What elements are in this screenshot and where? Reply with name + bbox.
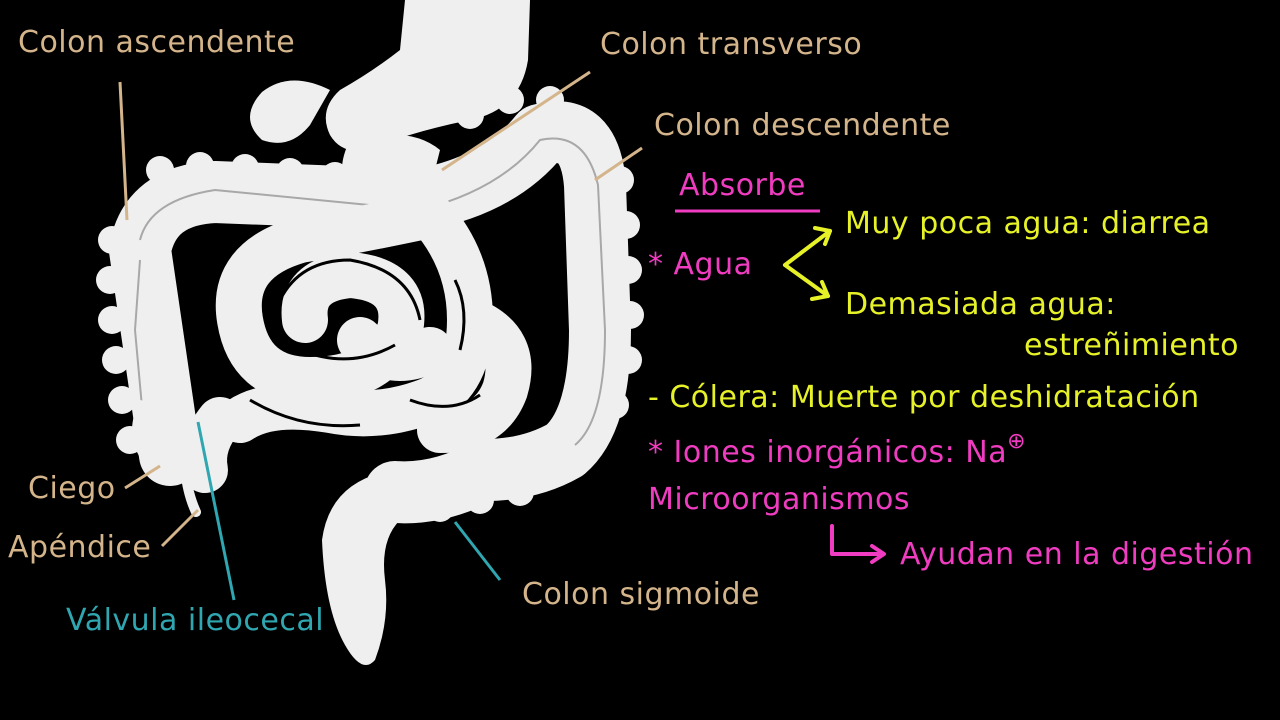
intestine-folds [249,258,481,428]
pointer-valvula [196,421,236,601]
note-iones-text: * Iones inorgánicos: Na [648,435,1008,470]
appendix-shape [180,465,201,517]
note-colera: - Cólera: Muerte por deshidratación [648,380,1200,415]
pointer-sigmoide [453,521,502,581]
note-iones: * Iones inorgánicos: Na⊕ [648,431,1026,470]
cecum-shape [132,400,204,476]
label-ciego: Ciego [28,471,116,506]
note-absorbe: Absorbe [679,168,806,203]
pointer-apendice [160,508,200,548]
note-agua: * Agua [648,247,753,282]
label-apendice: Apéndice [8,530,152,565]
small-intestine [181,192,532,493]
agua-branch-arrow [783,226,832,301]
note-estrenimiento: estreñimiento [1024,328,1239,363]
note-microorganismos: Microorganismos [648,482,911,517]
pointer-ciego [124,464,161,490]
pointer-colon-descendente [594,146,643,182]
rectum-shape [322,470,400,665]
duodenum-shape [250,80,330,143]
stomach-shape [325,0,530,151]
label-colon-descendente: Colon descendente [654,108,951,143]
label-colon-transverso: Colon transverso [600,27,863,62]
note-demasiada-agua: Demasiada agua: [845,287,1116,322]
colon-frame [109,101,631,524]
microorganismos-arrow [830,524,886,564]
label-colon-sigmoide: Colon sigmoide [522,577,760,612]
note-poca-agua: Muy poca agua: diarrea [845,206,1211,241]
pointer-colon-transverso [441,70,591,172]
haustra [96,86,644,522]
label-colon-ascendente: Colon ascendente [18,25,296,60]
note-ayudan: Ayudan en la digestión [900,537,1254,572]
sodium-ion-charge: ⊕ [1007,429,1027,454]
pointer-colon-ascendente [118,81,129,221]
label-valvula-ileocecal: Válvula ileocecal [66,603,325,638]
